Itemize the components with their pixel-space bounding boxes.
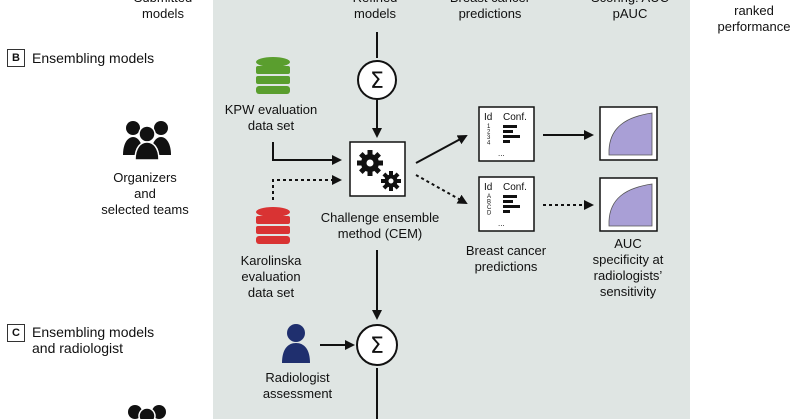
svg-text:Σ: Σ [370,69,384,94]
sigma-icon: Σ [356,324,398,366]
predictions-label: Breast cancer predictions [465,243,547,274]
arrow-cem-to-karolinska-predictions [415,174,468,204]
table-icon: Id Conf. 1234... [478,106,535,162]
table-row-id: 1 [487,124,491,130]
database-icon [256,207,290,244]
table-row-id: ... [498,219,505,228]
scoring-label: Scoring: AUC pAUC [591,0,669,21]
database-icon [256,57,290,94]
table-header-conf: Conf. [503,112,527,123]
people-icon [123,121,171,161]
roc-curve-icon [599,177,658,232]
radiologist-label: Radiologist assessment [262,370,333,401]
arrow-cem-to-kpw-predictions [415,135,468,164]
table-header-id: Id [484,182,492,193]
table-header-id: Id [484,112,492,123]
section-c-title: Ensembling models and radiologist [32,324,155,356]
gears-icon [349,141,406,197]
people-icon [128,405,166,419]
organizers-label: Organizers and selected teams [101,170,189,217]
arrow-kpw-to-cem [272,142,342,165]
svg-text:Σ: Σ [370,334,384,359]
karolinska-label: Karolinska evaluation data set [240,253,302,300]
table-row-id: 4 [487,141,491,147]
section-b-title: Ensembling models [32,50,155,66]
table-row-id: C [487,205,492,211]
roc-curve-icon [599,106,658,161]
top-predictions-label: Breast cancer predictions [450,0,530,21]
table-row-id: D [487,211,492,217]
submitted-models-label: Submitted models [134,0,193,21]
ranked-performance-label: ranked performance [717,3,791,34]
table-icon: Id Conf. ABCD... [478,176,535,232]
radiologist-icon [282,324,310,363]
table-row-id: 2 [487,130,491,136]
table-header-conf: Conf. [503,182,527,193]
table-row-id: ... [498,149,505,158]
auc-specificity-label: AUC specificity at radiologists’ sensiti… [592,236,664,299]
section-b-box: B [7,49,25,67]
section-c-box: C [7,324,25,342]
table-row-id: A [487,194,491,200]
arrow-karolinska-to-cem [272,175,342,200]
table-row-id: 3 [487,135,491,141]
kpw-label: KPW evaluation data set [224,102,318,133]
sigma-icon: Σ [357,60,397,100]
table-row-id: B [487,200,491,206]
refined-models-label: Refined models [353,0,398,21]
cem-label: Challenge ensemble method (CEM) [320,210,440,241]
